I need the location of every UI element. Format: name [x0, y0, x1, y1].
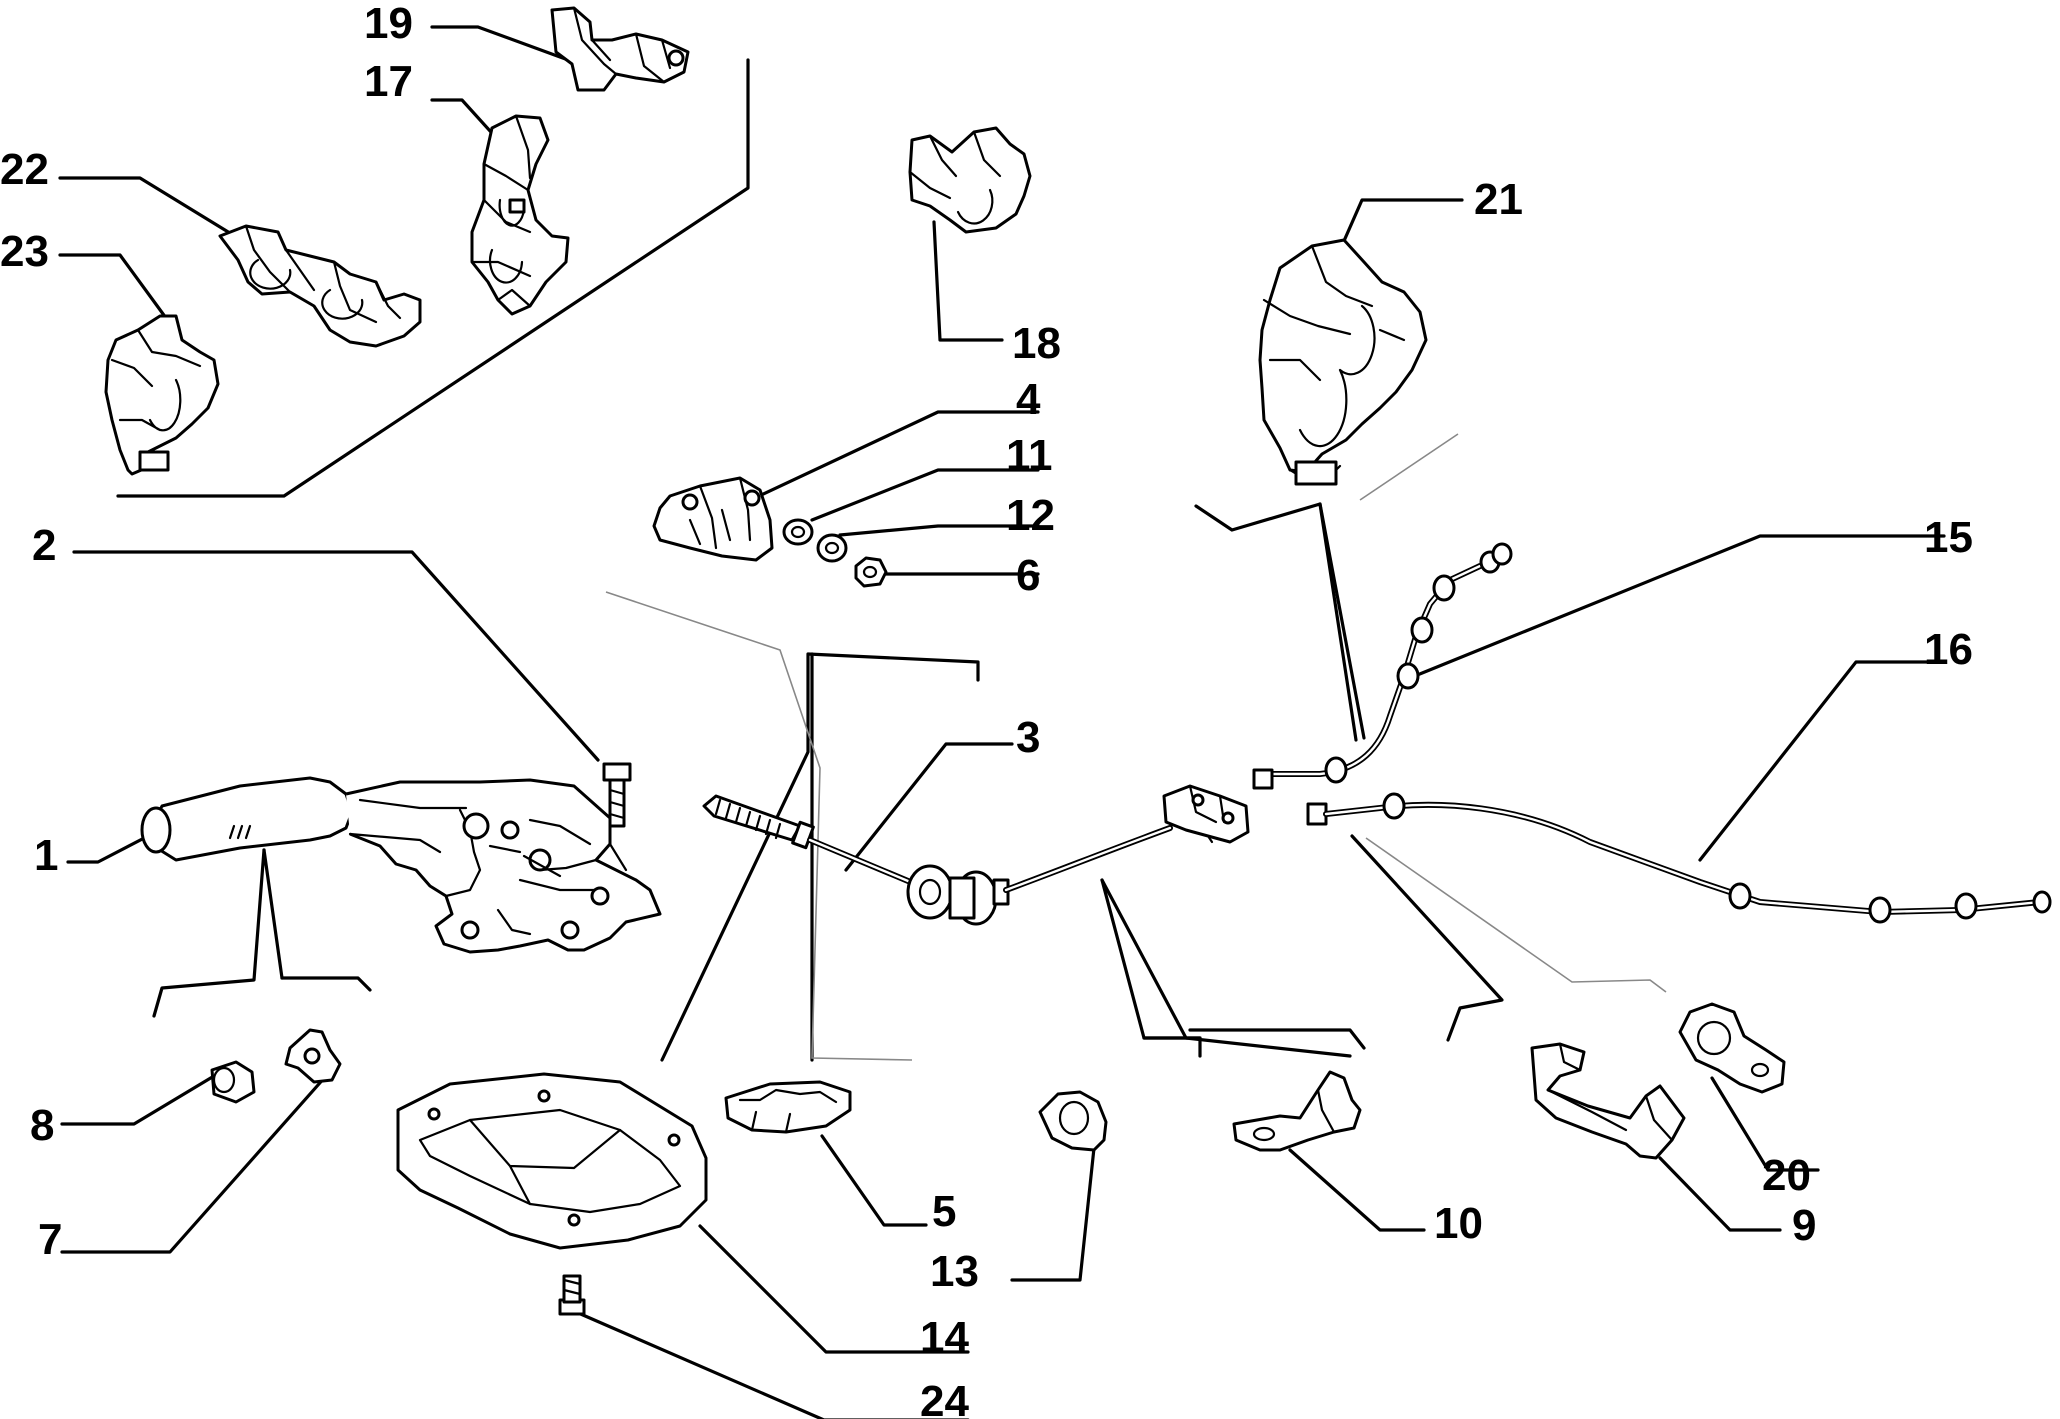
part-12-nut [816, 533, 848, 563]
callout-labels: 19 17 22 23 21 18 4 11 12 6 15 2 16 3 1 … [0, 0, 1973, 1419]
part-9-bracket [1530, 1042, 1686, 1160]
part-2-bolt [602, 762, 632, 828]
part-22-clip [218, 224, 422, 348]
callout-2: 2 [32, 521, 56, 570]
part-11-washer [782, 518, 814, 546]
callout-22: 22 [0, 145, 49, 194]
part-3-front-cable [702, 784, 1250, 926]
part-20-p-clip [1678, 1002, 1786, 1094]
part-19-clip [550, 6, 690, 92]
callout-5: 5 [932, 1187, 956, 1236]
callout-17: 17 [364, 57, 413, 106]
part-23-clip [104, 314, 220, 476]
part-16-cable [1306, 792, 2052, 924]
part-15-cable [1252, 542, 1513, 790]
callout-9: 9 [1792, 1201, 1816, 1250]
callout-23: 23 [0, 227, 49, 276]
callout-18: 18 [1012, 319, 1061, 368]
callout-1: 1 [34, 831, 58, 880]
part-1-handbrake-lever [140, 776, 662, 954]
callout-10: 10 [1434, 1199, 1483, 1248]
part-17-clip [470, 114, 570, 316]
callout-14: 14 [920, 1313, 969, 1362]
parts [104, 6, 2052, 1316]
callout-11: 11 [1006, 431, 1053, 480]
callout-16: 16 [1924, 625, 1973, 674]
callout-13: 13 [930, 1247, 979, 1296]
callout-20: 20 [1762, 1151, 1811, 1200]
part-13-clip [1038, 1090, 1108, 1152]
callout-3: 3 [1016, 713, 1040, 762]
callout-7: 7 [38, 1215, 62, 1264]
callout-19: 19 [364, 0, 413, 48]
part-21-clip [1258, 238, 1428, 486]
part-10-bracket [1232, 1070, 1362, 1152]
callout-12: 12 [1006, 491, 1055, 540]
part-14-boot [396, 1072, 708, 1250]
leader-lines [58, 25, 1946, 1419]
part-18-clip [908, 126, 1032, 234]
part-6-nut [854, 556, 888, 588]
callout-21: 21 [1474, 175, 1523, 224]
callout-8: 8 [30, 1101, 54, 1150]
part-5-bracket [724, 1080, 852, 1134]
part-7-clip [284, 1028, 342, 1084]
callout-4: 4 [1016, 375, 1041, 424]
part-24-screw [558, 1274, 586, 1316]
part-4-cover [652, 476, 774, 562]
callout-6: 6 [1016, 551, 1040, 600]
part-8-bush [210, 1060, 256, 1104]
callout-24: 24 [920, 1377, 969, 1419]
callout-15: 15 [1924, 513, 1973, 562]
